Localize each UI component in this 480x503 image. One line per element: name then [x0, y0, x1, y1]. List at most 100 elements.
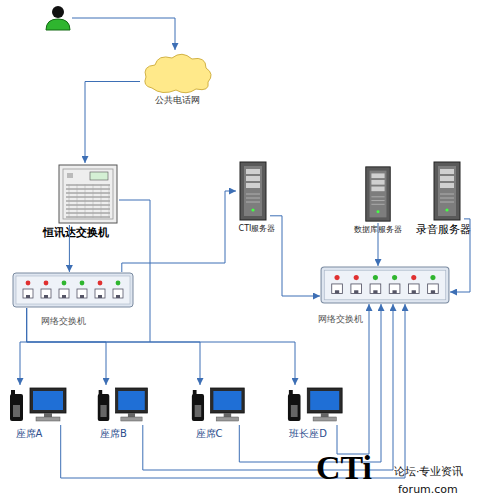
rect-shape: [26, 295, 30, 298]
person-body: [46, 19, 70, 30]
node-label: 座席A: [16, 428, 43, 440]
line-shape: [66, 201, 110, 202]
rect-shape: [80, 295, 84, 298]
path-shape: [145, 54, 211, 93]
seat-icon: [286, 385, 346, 425]
rect-shape: [440, 183, 454, 188]
rect-shape: [246, 176, 260, 181]
rect-shape: [13, 405, 20, 417]
pbx-node: 恒讯达交换机: [57, 163, 119, 225]
server-node: 数据库服务器: [362, 165, 394, 223]
sw-icon: [12, 272, 134, 308]
seat-icon: [8, 385, 70, 425]
circle-shape: [44, 281, 49, 286]
trunk-wire: [119, 200, 150, 342]
rect-shape: [291, 405, 298, 417]
rect-shape: [90, 172, 108, 180]
rect-shape: [213, 391, 241, 410]
line-shape: [101, 184, 102, 218]
rect-shape: [370, 171, 387, 218]
rect-shape: [313, 417, 336, 421]
node-label: 座席B: [100, 428, 127, 440]
rect-shape: [128, 413, 135, 417]
rect-shape: [310, 391, 339, 410]
line-shape: [246, 202, 260, 203]
circle-shape: [26, 281, 31, 286]
rect-shape: [23, 289, 33, 298]
rect-shape: [431, 290, 435, 293]
server-icon: [430, 160, 464, 222]
line-shape: [246, 194, 260, 195]
node-label: CTI服务器: [239, 224, 276, 233]
rect-shape: [246, 169, 260, 174]
line-shape: [66, 217, 110, 218]
line-shape: [371, 200, 384, 201]
circle-shape: [376, 210, 379, 213]
rect-shape: [434, 162, 460, 220]
watermark-text: forum.com: [398, 484, 458, 495]
line-shape: [69, 184, 70, 218]
circle-shape: [430, 275, 435, 280]
rect-shape: [44, 295, 48, 298]
line-shape: [66, 189, 110, 190]
connector: [122, 191, 236, 272]
circle-shape: [116, 281, 121, 286]
seat-icon: [96, 385, 151, 425]
rect-shape: [59, 165, 117, 223]
seat-icon: [190, 385, 248, 425]
rect-shape: [371, 187, 384, 192]
watermark-text: 论坛·专业资讯: [394, 466, 464, 477]
rect-shape: [211, 388, 245, 413]
rect-shape: [44, 413, 52, 417]
node-label: 数据库服务器: [354, 225, 402, 234]
circle-shape: [373, 275, 378, 280]
rect-shape: [224, 413, 231, 417]
line-shape: [85, 184, 86, 218]
connector: [20, 308, 27, 385]
cloud-node: 公共电话网: [140, 50, 215, 95]
person-icon: [46, 6, 70, 30]
rect-shape: [438, 166, 456, 216]
node-label: 录音服务器: [416, 224, 471, 237]
rect-shape: [354, 290, 358, 293]
rect-shape: [289, 390, 293, 400]
rect-shape: [113, 289, 123, 298]
server-icon: [362, 165, 394, 223]
rect-shape: [351, 284, 362, 294]
seat-node: 座席A: [8, 385, 70, 425]
connector: [143, 304, 393, 470]
circle-shape: [354, 275, 359, 280]
rect-shape: [440, 176, 454, 181]
line-shape: [66, 209, 110, 210]
rect-shape: [408, 284, 419, 294]
rect-shape: [246, 183, 260, 188]
rect-shape: [11, 390, 15, 400]
line-shape: [109, 184, 110, 218]
node-label: 公共电话网: [155, 95, 200, 105]
rect-shape: [36, 417, 60, 421]
line-shape: [77, 184, 78, 218]
server-node: CTI服务器: [236, 160, 270, 222]
sw-icon: [320, 266, 450, 304]
rect-shape: [371, 173, 384, 178]
line-shape: [440, 198, 454, 199]
rect-shape: [98, 295, 102, 298]
node-label: 网络交换机: [41, 316, 86, 326]
line-shape: [440, 194, 454, 195]
rect-shape: [62, 295, 66, 298]
node-label: 座席C: [196, 428, 223, 440]
rect-shape: [412, 290, 416, 293]
rect-shape: [33, 391, 63, 410]
rect-shape: [30, 388, 66, 413]
rect-shape: [332, 284, 343, 294]
node-label: 班长座D: [289, 428, 327, 440]
switch-node: 网络交换机: [320, 266, 450, 304]
switch-node: 网络交换机: [12, 272, 134, 308]
rect-shape: [373, 290, 377, 293]
rect-shape: [366, 167, 390, 221]
rect-shape: [99, 390, 103, 400]
rect-shape: [100, 405, 106, 417]
connector: [270, 216, 320, 296]
